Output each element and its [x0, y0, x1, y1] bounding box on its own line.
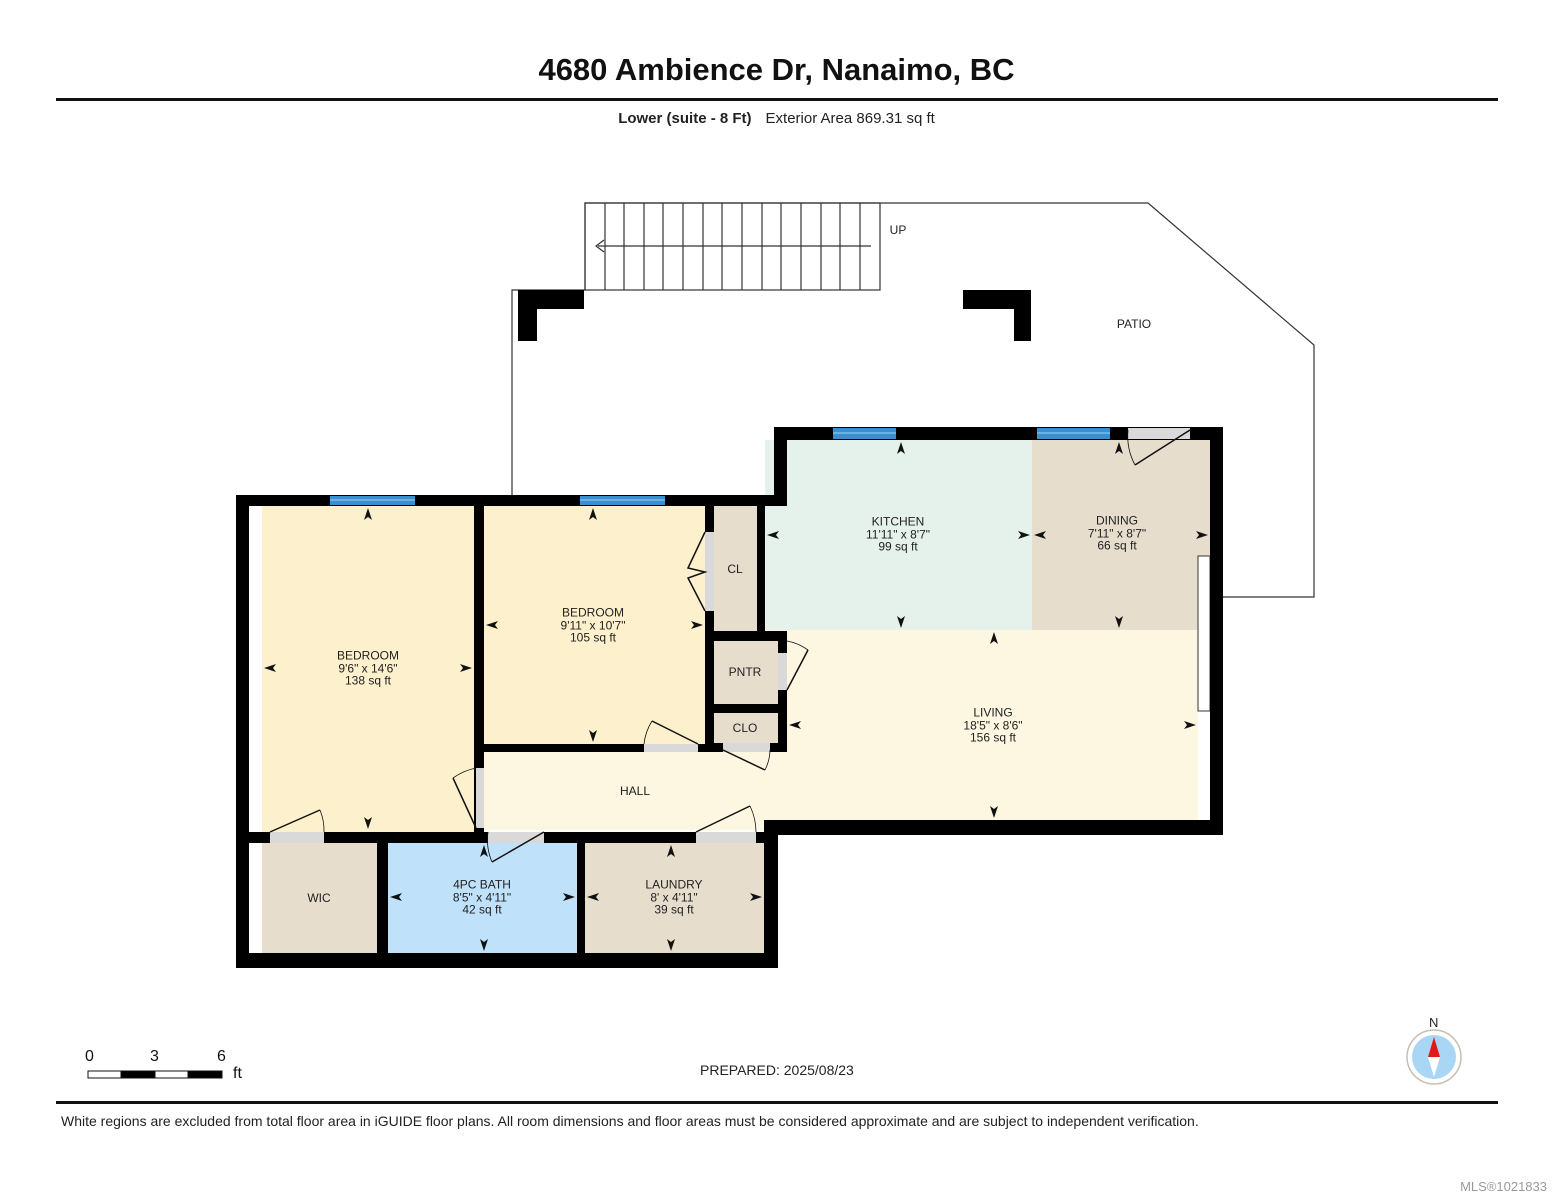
patio-label: PATIO [1116, 317, 1152, 331]
prepared-date: PREPARED: 2025/08/23 [700, 1062, 854, 1078]
stairs [584, 202, 881, 291]
patio-post-left [518, 290, 584, 341]
stairs-up-label: UP [889, 223, 907, 237]
dining-fill [1032, 440, 1210, 630]
header-divider [56, 98, 1498, 101]
exterior-area: Exterior Area 869.31 sq ft [765, 110, 935, 127]
bath-fill [388, 843, 577, 953]
bedroom1-fill [262, 506, 474, 832]
scale-unit: ft [233, 1065, 242, 1082]
compass-icon [1406, 1029, 1462, 1085]
door-swings [269, 429, 1191, 863]
cl-fill [714, 506, 757, 631]
bedroom1-white-strip [248, 506, 262, 832]
pntr-fill [711, 641, 778, 704]
scale-bar [87, 1070, 223, 1079]
bedroom2-fill [484, 506, 709, 744]
scale-tick-6: 6 [217, 1048, 226, 1065]
room-wic: WIC [307, 891, 331, 905]
patio-post-right [963, 290, 1031, 341]
living-white-strip [1197, 555, 1211, 712]
laundry-fill [585, 843, 764, 953]
floor-label: Lower (suite - 8 Ft) [618, 110, 752, 127]
room-clo: CLO [732, 721, 758, 735]
room-hall: HALL [619, 784, 651, 798]
page-title: 4680 Ambience Dr, Nanaimo, BC [538, 52, 1015, 87]
hall-fill [484, 752, 769, 830]
scale-tick-3: 3 [150, 1048, 159, 1065]
scale-tick-0: 0 [85, 1048, 94, 1065]
room-pntr: PNTR [728, 665, 762, 679]
dimension-arrows [264, 442, 1208, 951]
compass-north-label: N [1429, 1015, 1439, 1030]
kitchen-fill [765, 440, 1032, 630]
clo-fill [711, 713, 778, 743]
wic-fill [262, 843, 377, 953]
floor-summary: Lower (suite - 8 Ft) Exterior Area 869.31… [0, 110, 1553, 127]
disclaimer: White regions are excluded from total fl… [61, 1113, 1199, 1129]
room-cl: CL [727, 562, 743, 576]
mls-number: MLS®1021833 [1460, 1179, 1547, 1194]
living-fill [765, 630, 1198, 820]
door-openings [270, 428, 1190, 843]
